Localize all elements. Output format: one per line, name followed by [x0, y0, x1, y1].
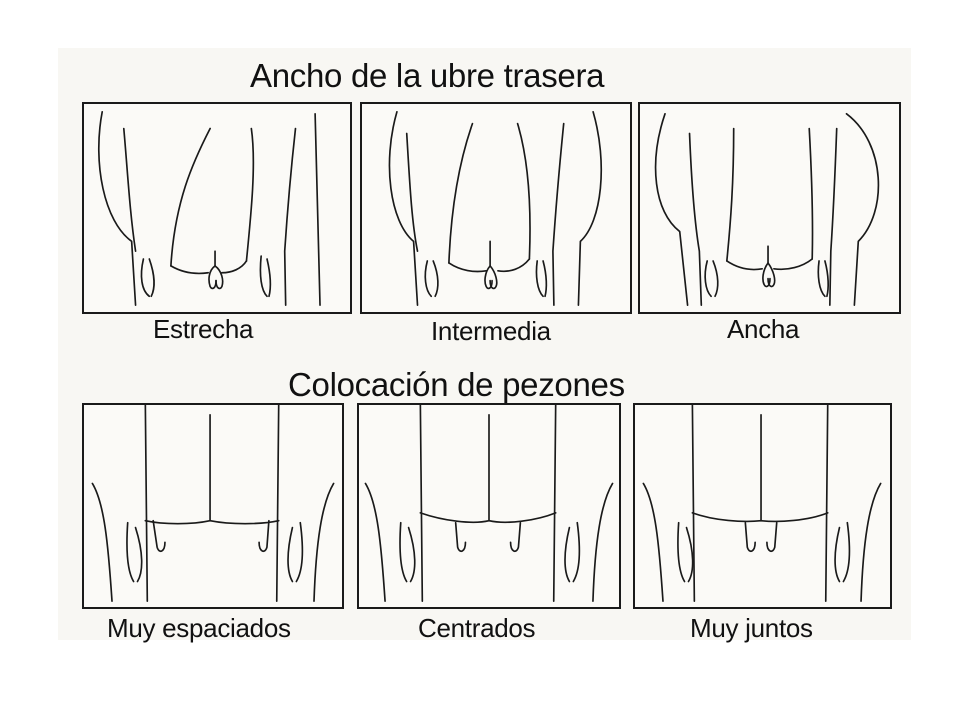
caption-intermedia: Intermedia — [431, 316, 551, 346]
caption-muy-juntos: Muy juntos — [690, 613, 813, 643]
teats-centered-drawing — [364, 405, 614, 602]
udder-narrow-drawing — [97, 111, 321, 306]
caption-estrecha: Estrecha — [153, 314, 254, 344]
udder-intermediate-drawing — [388, 111, 602, 306]
panel-muy-espaciados — [82, 403, 344, 609]
caption-centrados: Centrados — [418, 613, 536, 643]
panel-intermedia — [360, 102, 632, 314]
caption-ancha: Ancha — [727, 314, 800, 344]
section-title-udder-width: Ancho de la ubre trasera — [250, 57, 605, 94]
udder-wide-drawing — [654, 112, 880, 306]
section-title-teat-placement: Colocación de pezones — [288, 366, 625, 403]
panel-estrecha — [82, 102, 352, 314]
panel-centrados — [357, 403, 621, 609]
panel-muy-juntos — [633, 403, 892, 609]
panel-ancha — [638, 102, 901, 314]
teats-wide-apart-drawing — [91, 405, 335, 602]
teats-very-close-drawing — [642, 405, 882, 602]
caption-muy-espaciados: Muy espaciados — [107, 613, 291, 643]
